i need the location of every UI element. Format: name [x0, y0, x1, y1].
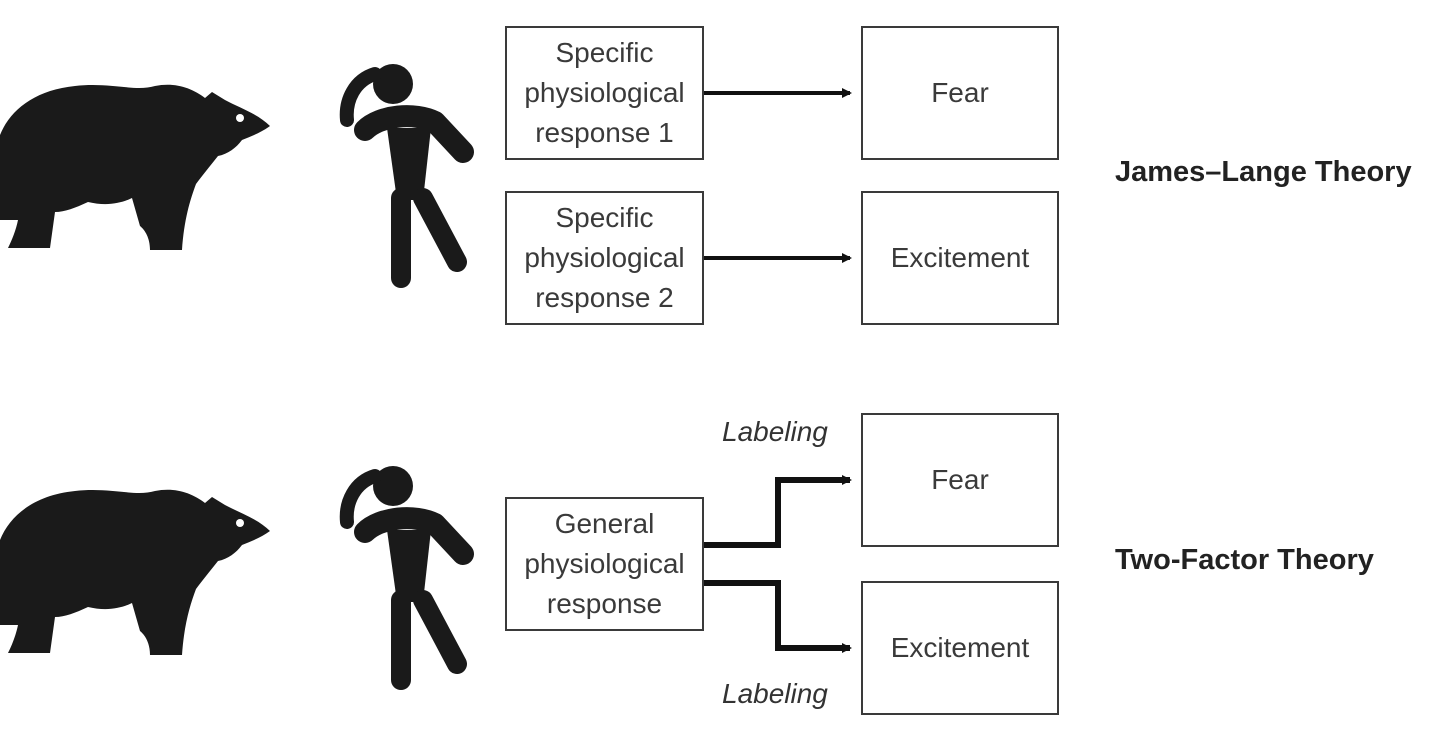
james-lange-theory-label: James–Lange Theory	[1115, 156, 1412, 188]
box-line: Specific	[555, 37, 654, 68]
emotion-label: Excitement	[890, 632, 1030, 663]
bear-icon	[0, 489, 270, 655]
arrow-general-to-excitement	[704, 580, 852, 653]
box-line: Specific	[555, 202, 654, 233]
box-line: response	[546, 588, 663, 619]
fear-box: Fear	[861, 26, 1059, 160]
excitement-box: Excitement	[861, 191, 1059, 325]
bear-icon	[0, 84, 270, 251]
box-line: response 1	[535, 117, 674, 148]
box-line: physiological	[524, 548, 685, 579]
box-line: physiological	[524, 242, 685, 273]
general-response-box: General physiological response	[505, 497, 704, 631]
specific-response-2-box: Specific physiological response 2	[505, 191, 704, 325]
box-line: physiological	[524, 77, 685, 108]
two-factor-theory-label: Two-Factor Theory	[1115, 544, 1374, 576]
emotion-label: Fear	[931, 77, 989, 108]
emotion-label: Fear	[931, 464, 989, 495]
excitement-box: Excitement	[861, 581, 1059, 715]
scared-person-icon	[339, 64, 474, 288]
scared-person-icon	[339, 466, 474, 690]
labeling-caption-top: Labeling	[722, 416, 828, 447]
fear-box: Fear	[861, 413, 1059, 547]
specific-response-1-box: Specific physiological response 1	[505, 26, 704, 160]
arrow-general-to-fear	[704, 475, 852, 548]
emotion-label: Excitement	[890, 242, 1030, 273]
box-line: response 2	[535, 282, 674, 313]
box-line: General	[554, 508, 655, 539]
labeling-caption-bottom: Labeling	[722, 678, 828, 709]
